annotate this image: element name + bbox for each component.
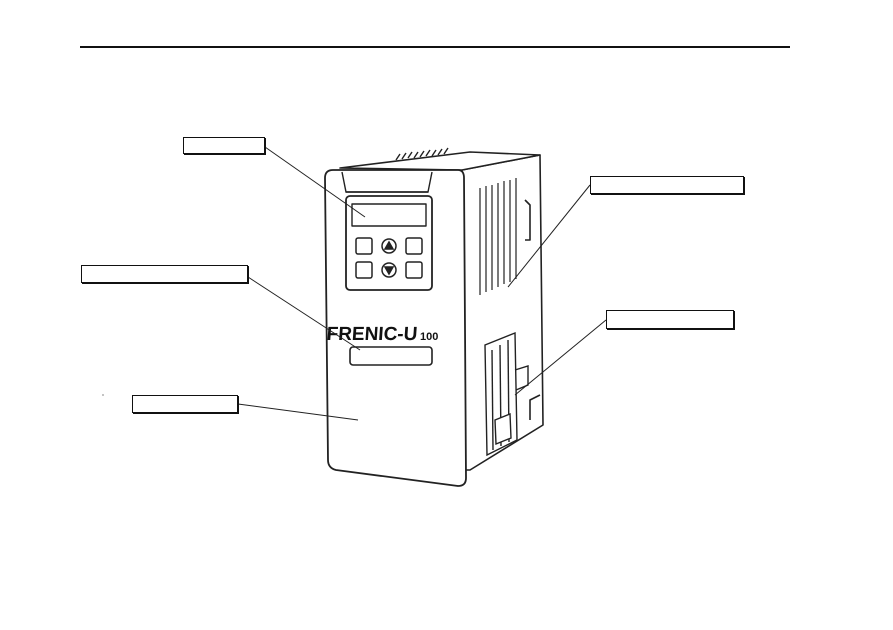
top-vent xyxy=(395,147,449,161)
blank-key-icon xyxy=(355,237,373,255)
side-terminal-slot xyxy=(484,331,529,457)
stray-dot xyxy=(102,394,104,396)
heat-sink-fins xyxy=(479,178,517,295)
leader-lines xyxy=(237,146,607,421)
blank-key-icon xyxy=(405,261,423,279)
callout-side-terminal-slot xyxy=(606,310,734,329)
blank-key-icon xyxy=(405,237,423,255)
keypad-keys xyxy=(355,237,423,279)
model-suffix: 100 xyxy=(420,331,438,343)
leader-heat-sink xyxy=(507,184,591,288)
rating-nameplate xyxy=(349,346,433,366)
callout-keypad-panel xyxy=(183,137,265,154)
brand-logo: FRENIC-U xyxy=(326,324,418,345)
display-window xyxy=(351,203,427,227)
callout-front-cover xyxy=(132,395,238,413)
callout-rating-nameplate xyxy=(81,265,248,283)
blank-key-icon xyxy=(355,261,373,279)
front-bezel xyxy=(341,171,433,193)
leader-front-cover xyxy=(237,403,359,421)
leader-nameplate xyxy=(247,276,361,351)
callout-heat-sink-body xyxy=(590,176,744,194)
leader-keypad xyxy=(264,146,366,218)
leader-side-slot xyxy=(514,319,607,396)
